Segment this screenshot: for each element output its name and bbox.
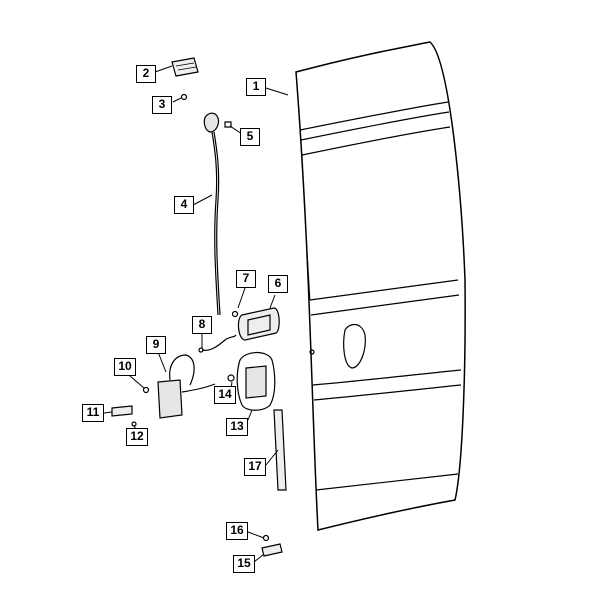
part-16-screw: [262, 534, 270, 542]
part-12-screw: [131, 421, 137, 427]
callout-7: 7: [236, 270, 256, 288]
callout-9: 9: [146, 336, 166, 354]
part-15-bracket: [261, 543, 283, 557]
part-10-screw: [142, 386, 150, 394]
callout-4-5: 5: [240, 128, 260, 146]
callout-12: 12: [126, 428, 148, 446]
part-17-strip: [273, 409, 287, 491]
callout-10: 10: [114, 358, 136, 376]
callout-2: 2: [136, 65, 156, 83]
door-panel: [295, 41, 466, 531]
leader-lines: [103, 65, 289, 563]
callout-16: 16: [226, 522, 248, 540]
part-9-latch: [157, 354, 216, 419]
callout-1: 1: [246, 78, 266, 96]
part-2-bracket: [171, 57, 199, 77]
part-14-clip: [227, 374, 235, 382]
callout-8: 8: [192, 316, 212, 334]
part-13-handle: [236, 351, 276, 411]
callout-15: 15: [233, 555, 255, 573]
callout-4: 4: [174, 196, 194, 214]
part-11-striker: [111, 405, 133, 417]
part-4-latch-rod: [203, 112, 221, 316]
callout-11: 11: [82, 404, 104, 422]
callout-6: 6: [268, 275, 288, 293]
callout-13: 13: [226, 418, 248, 436]
callout-14: 14: [214, 386, 236, 404]
part-7-clip: [231, 310, 239, 318]
part-6-bezel: [237, 307, 280, 341]
callout-3: 3: [152, 96, 172, 114]
part-3-screw: [180, 93, 188, 101]
callout-17: 17: [244, 458, 266, 476]
part-8-cable: [198, 334, 237, 353]
